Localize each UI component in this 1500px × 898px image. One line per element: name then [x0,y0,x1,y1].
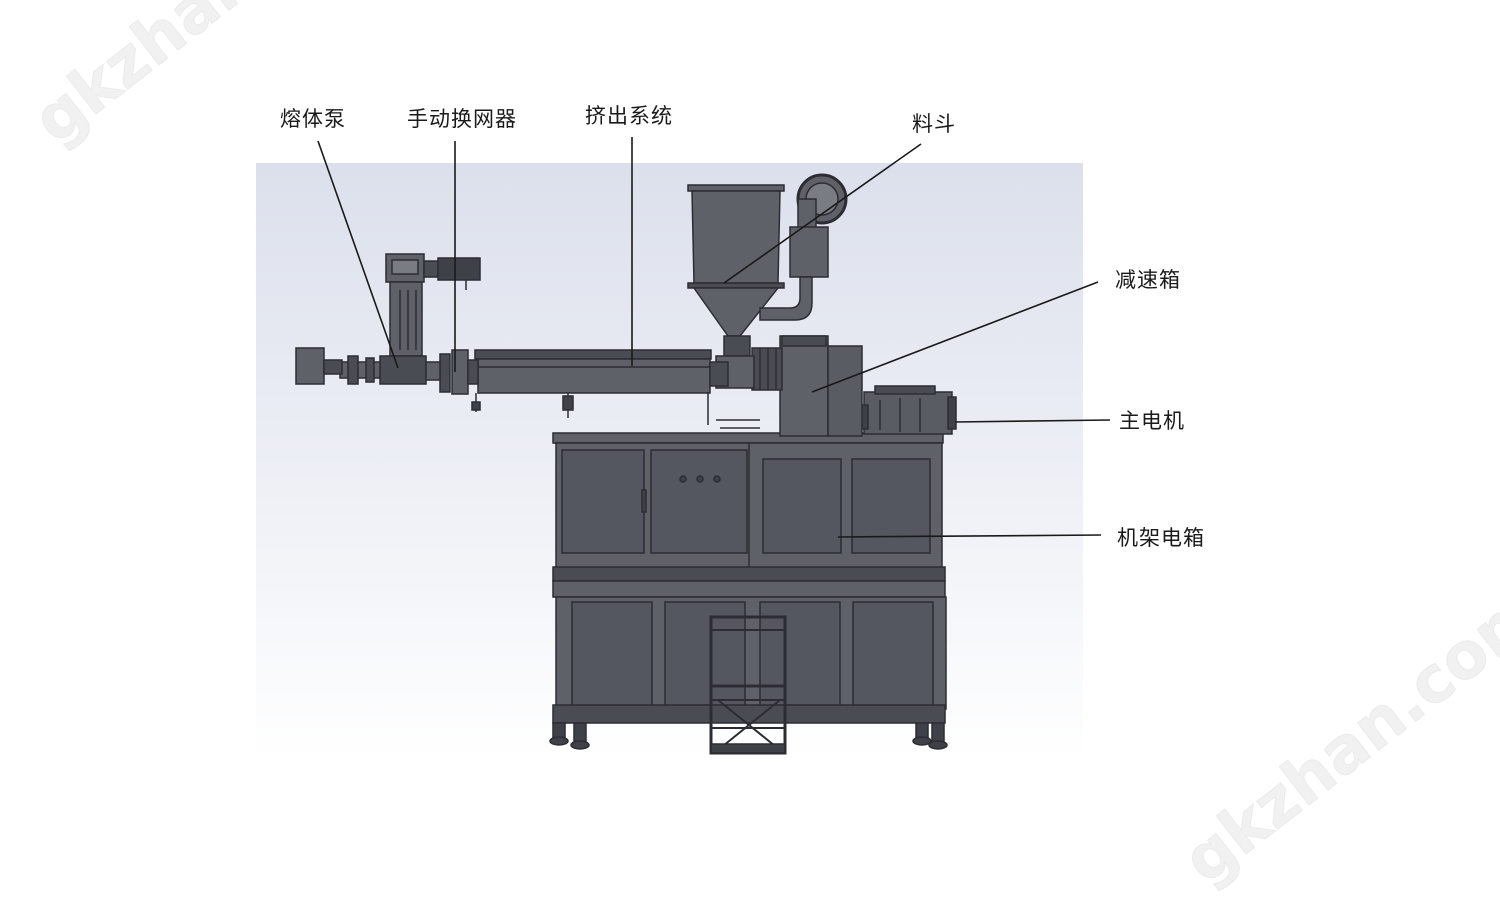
main-motor [857,385,957,435]
label-frame-cabinet: 机架电箱 [1117,526,1205,550]
machine-drawing [256,137,1111,758]
step-ladder [709,615,787,755]
leader-line-main-motor [954,419,1111,423]
leader-line-hopper [723,143,922,284]
label-extrusion-system: 挤出系统 [585,104,673,128]
diagram-canvas: gkzhan.com gkzhan.com 熔体泵 手动换网器 挤出系统 料斗 … [20,0,1500,898]
die-head [295,347,343,385]
label-screen-changer: 手动换网器 [407,107,517,131]
leader-line-frame-cabinet [837,534,1102,538]
label-gearbox: 减速箱 [1115,268,1181,292]
label-main-motor: 主电机 [1119,409,1185,433]
label-hopper: 料斗 [912,112,956,136]
extrusion-barrel [474,349,760,429]
frame-cabinet [549,432,948,750]
leader-line-melt-pump [317,140,399,369]
screen-changer [439,349,481,412]
label-melt-pump: 熔体泵 [280,107,346,131]
gearbox [751,335,863,437]
melt-pump [339,253,481,385]
leader-line-gearbox [811,281,1099,393]
